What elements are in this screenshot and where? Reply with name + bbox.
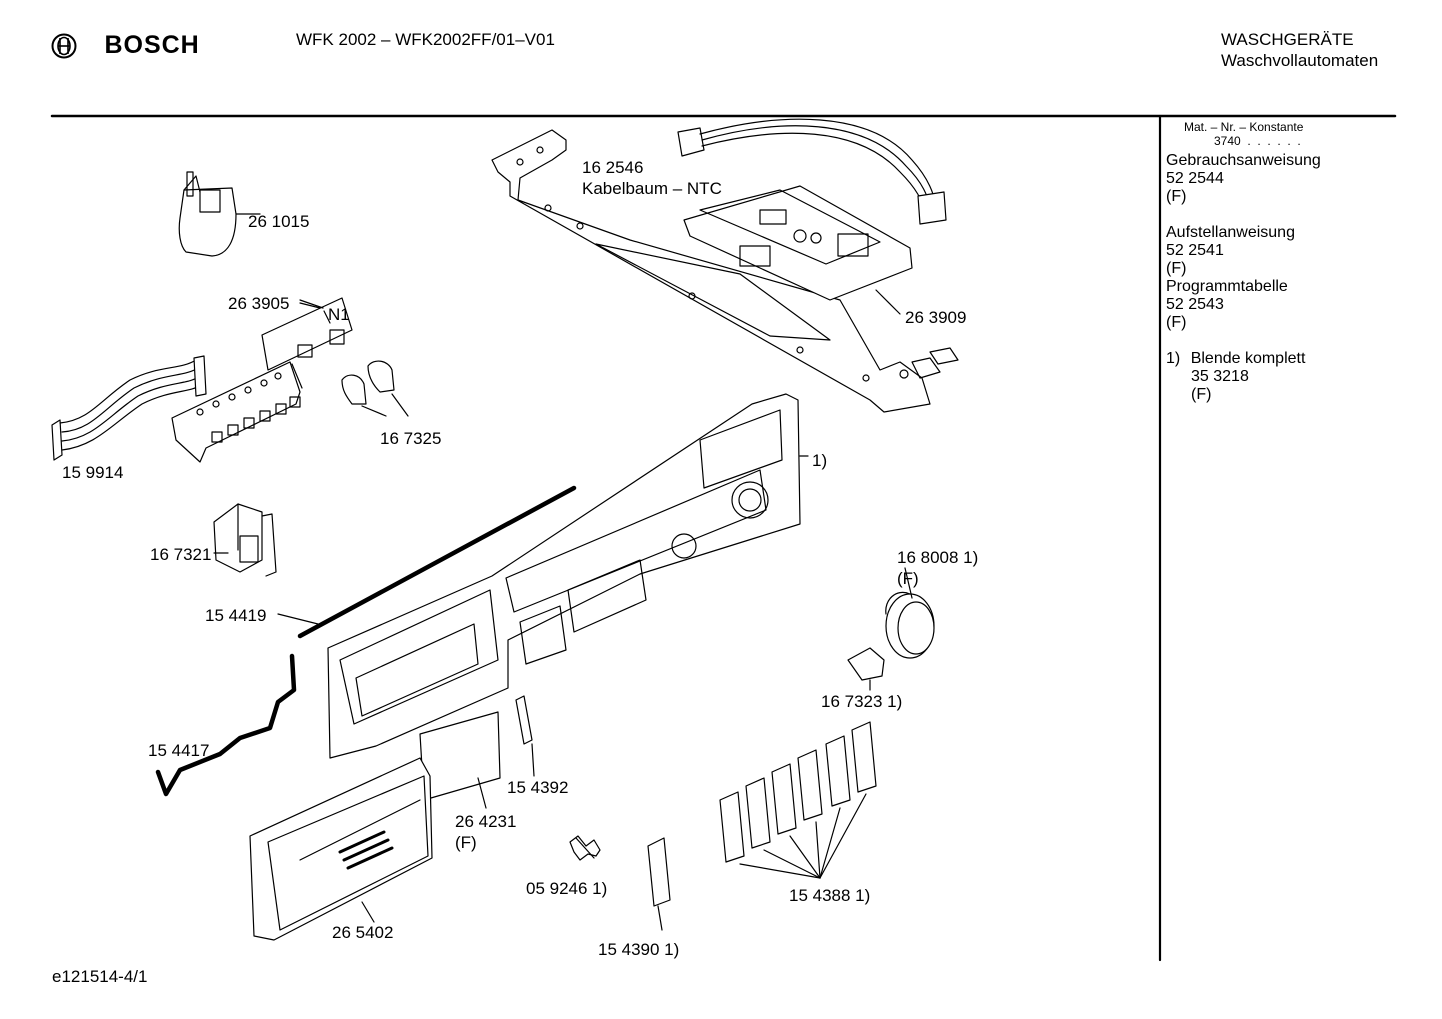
part-159914-drawing [51, 355, 207, 461]
footnote-note: (F) [1191, 386, 1212, 403]
label-168008-f: (F) [897, 569, 919, 588]
label-162546: 16 2546 [582, 158, 644, 177]
label-167323: 16 7323 1) [821, 692, 903, 711]
doc-item-number: 52 2541 [1166, 242, 1224, 259]
doc-item-note: (F) [1166, 188, 1187, 205]
label-261015: 26 1015 [248, 212, 310, 231]
mat-nr-header: Mat. – Nr. – Konstante [1184, 120, 1304, 134]
doc-item-title: Gebrauchsanweisung [1166, 152, 1321, 169]
label-168008: 16 8008 1) [897, 548, 979, 567]
frame-bracket-drawing [491, 129, 959, 413]
footnote-line: 1) Blende komplett [1166, 350, 1321, 368]
subcategory-title: Waschvollautomaten [1221, 51, 1379, 70]
part-261015-drawing [178, 171, 261, 257]
part-154392-drawing [515, 695, 535, 777]
part-167321-drawing [213, 503, 277, 577]
part-167323-drawing [847, 647, 885, 691]
doc-item-note: (F) [1166, 314, 1187, 331]
doc-item-title: Aufstellanweisung [1166, 224, 1295, 241]
part-blende-drawing [327, 393, 809, 759]
label-264231: 26 4231 [455, 812, 517, 831]
sidebar: Mat. – Nr. – Konstante 3740 . . . . . . … [1166, 120, 1321, 404]
doc-item-note: (F) [1166, 260, 1187, 277]
label-154392: 15 4392 [507, 778, 569, 797]
part-059246-drawing [569, 835, 601, 861]
label-kabelbaum-ntc: Kabelbaum – NTC [582, 179, 722, 198]
part-167325-drawing [341, 360, 409, 417]
label-059246: 05 9246 1) [526, 879, 608, 898]
doc-item-title: Programmtabelle [1166, 278, 1288, 295]
label-154417: 15 4417 [148, 741, 210, 760]
footnote-marker: 1) [1166, 350, 1181, 367]
label-154388: 15 4388 1) [789, 886, 871, 905]
label-167325: 16 7325 [380, 429, 442, 448]
label-154390: 15 4390 1) [598, 940, 680, 959]
footnote-number: 35 3218 [1191, 368, 1249, 385]
part-265402-drawing [249, 757, 433, 941]
part-263905-drawing [171, 297, 353, 463]
part-154417-drawing [155, 653, 297, 797]
footnote-title: Blende komplett [1190, 350, 1306, 367]
doc-item-number: 52 2544 [1166, 170, 1224, 187]
bosch-logo: BOSCH [50, 31, 200, 60]
part-264231-drawing [419, 711, 501, 809]
drawing-code: e121514-4/1 [52, 967, 148, 986]
label-blende: 1) [812, 451, 828, 470]
part-154419-drawing [297, 485, 577, 639]
mat-nr-value: 3740 . . . . . . [1214, 134, 1301, 148]
label-n1: N1 [328, 305, 350, 324]
label-159914: 15 9914 [62, 463, 124, 482]
category-title: WASCHGERÄTE [1221, 30, 1354, 49]
label-264231-f: (F) [455, 833, 477, 852]
label-154419: 15 4419 [205, 606, 267, 625]
part-263909-drawing [683, 185, 913, 315]
part-162546-drawing [677, 118, 947, 225]
label-167321: 16 7321 [150, 545, 212, 564]
bosch-armature-icon [51, 33, 77, 58]
model-title: WFK 2002 – WFK2002FF/01–V01 [296, 30, 555, 49]
part-168008-drawing [885, 567, 935, 659]
part-154390-drawing [647, 837, 671, 931]
label-265402: 26 5402 [332, 923, 394, 942]
label-263909: 26 3909 [905, 308, 967, 327]
label-263905: 26 3905 [228, 294, 290, 313]
doc-item-number: 52 2543 [1166, 296, 1224, 313]
brand-name: BOSCH [104, 31, 200, 59]
part-154388-drawing [719, 721, 877, 879]
